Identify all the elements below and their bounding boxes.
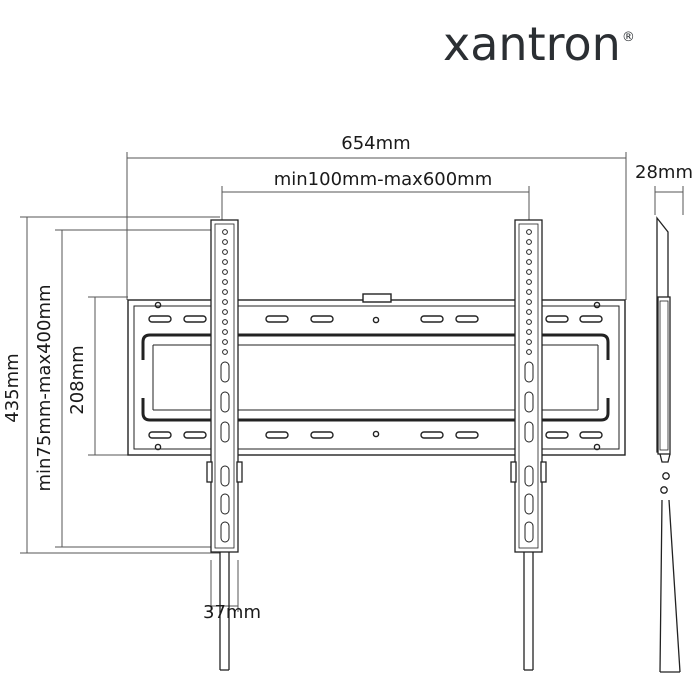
brand-logo: xantron® <box>443 16 635 72</box>
dimension-lines <box>20 152 684 612</box>
side-profile <box>656 216 681 673</box>
dim-arm-width: 37mm <box>203 602 261 623</box>
left-arm <box>206 219 243 671</box>
wall-plate <box>127 293 626 456</box>
dim-overall-width: 654mm <box>341 133 410 154</box>
dim-hole-spacing-vertical: min75mm-max400mm <box>34 284 55 491</box>
dim-overall-height: 435mm <box>2 353 23 422</box>
brand-name: xantron <box>443 17 621 71</box>
right-arm <box>510 219 547 671</box>
dim-hole-spacing-horizontal: min100mm-max600mm <box>274 169 493 190</box>
dim-plate-height: 208mm <box>67 345 88 414</box>
registered-mark: ® <box>621 30 635 45</box>
dim-depth: 28mm <box>635 162 693 183</box>
